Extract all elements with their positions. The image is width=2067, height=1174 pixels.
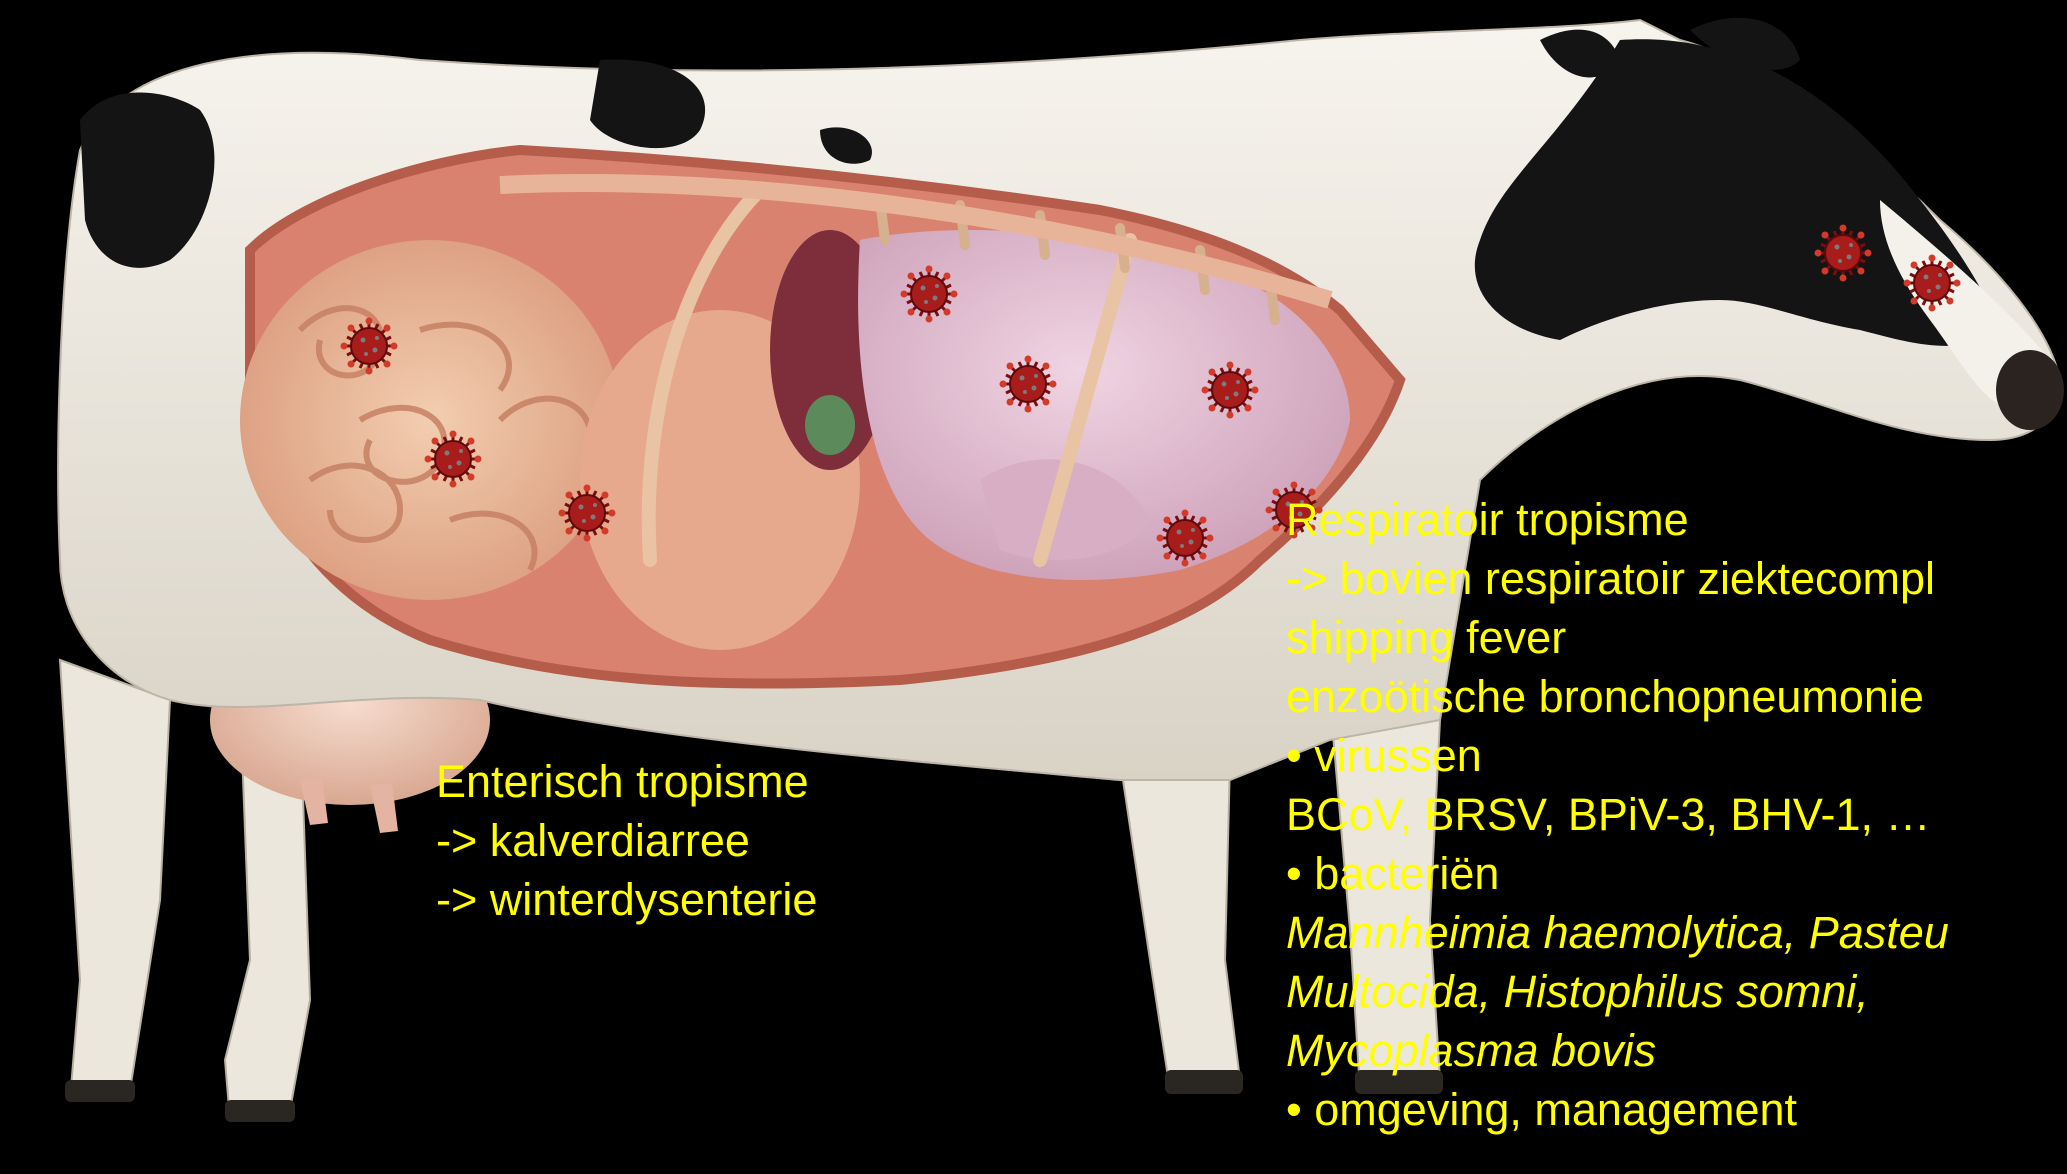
respiratory-line-2: shipping fever	[1286, 608, 1949, 667]
virus-icon	[341, 318, 398, 375]
virus-icon	[559, 485, 616, 542]
bacteria-heading: • bacteriën	[1286, 844, 1949, 903]
enteric-title: Enterisch tropisme	[436, 752, 817, 811]
enteric-line-2: -> winterdysenterie	[436, 870, 817, 929]
virus-icon	[901, 266, 958, 323]
virus-icon	[1904, 255, 1961, 312]
virus-icon	[1000, 356, 1057, 413]
virus-icon	[425, 431, 482, 488]
bacteria-line-2: Multocida, Histophilus somni,	[1286, 962, 1949, 1021]
viruses-list: BCoV, BRSV, BPiV-3, BHV-1, …	[1286, 785, 1949, 844]
viruses-heading: • virussen	[1286, 726, 1949, 785]
virus-icon	[1157, 510, 1214, 567]
virus-icon	[1202, 362, 1259, 419]
respiratory-line-3: enzoötische bronchopneumonie	[1286, 667, 1949, 726]
respiratory-tropism-text: Respiratoir tropisme -> bovien respirato…	[1286, 490, 1949, 1139]
enteric-tropism-text: Enterisch tropisme -> kalverdiarree -> w…	[436, 752, 817, 929]
virus-icon	[1815, 225, 1872, 282]
muzzle	[1996, 350, 2064, 430]
environment-line: • omgeving, management	[1286, 1080, 1949, 1139]
respiratory-title: Respiratoir tropisme	[1286, 490, 1949, 549]
respiratory-line-1: -> bovien respiratoir ziektecompl	[1286, 549, 1949, 608]
enteric-line-1: -> kalverdiarree	[436, 811, 817, 870]
bacteria-line-1: Mannheimia haemolytica, Pasteu	[1286, 903, 1949, 962]
bacteria-line-3: Mycoplasma bovis	[1286, 1021, 1949, 1080]
